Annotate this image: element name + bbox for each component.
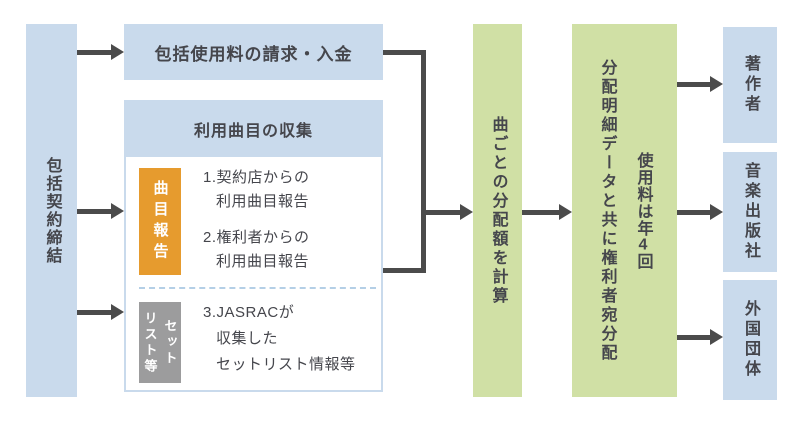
arrowhead-icon: [559, 204, 572, 220]
distribute-bar: 使用料は年4回 分配明細データと共に権利者宛分配: [572, 24, 677, 397]
song-report-tag: 曲目報告: [139, 168, 181, 275]
arrow-distribute-to-foreign: [677, 329, 723, 345]
song-report-tag-label: 曲目報告: [151, 179, 169, 264]
distribute-bar-fee-column: 使用料は年4回: [631, 152, 655, 270]
fee-text-part1: 使用料は年: [634, 151, 652, 237]
arrowhead-icon: [111, 304, 124, 320]
setlist-item-line1: 3.JASRACが: [203, 304, 295, 321]
arrow-distribute-to-author: [677, 76, 723, 92]
recipient-publisher-box: 音楽出版社: [723, 152, 777, 272]
contract-bar: 包括契約締結: [26, 24, 77, 397]
collection-box-title: 利用曲目の収集: [193, 122, 313, 140]
report-items: 1.契約店からの 利用曲目報告 2.権利者からの 利用曲目報告: [203, 166, 310, 286]
arrowhead-icon: [710, 76, 723, 92]
arrowhead-icon: [111, 203, 124, 219]
arrow-merge-to-calc: [421, 204, 473, 220]
arrow-distribute-to-publisher: [677, 204, 723, 220]
report-item-1: 1.契約店からの 利用曲目報告: [203, 166, 310, 214]
arrow-contract-to-report: [77, 203, 124, 219]
arrowhead-icon: [710, 204, 723, 220]
recipient-foreign-box: 外国団体: [723, 280, 777, 400]
dashed-divider: [139, 287, 376, 289]
arrowhead-icon: [710, 329, 723, 345]
recipient-author-label: 著作者: [742, 55, 759, 115]
setlist-item-line3: セットリスト情報等: [216, 356, 356, 373]
arrow-contract-to-billing: [77, 44, 124, 60]
connector-collection-horizontal: [383, 268, 426, 273]
collection-box: 利用曲目の収集 曲目報告 1.契約店からの 利用曲目報告 2.権利者からの 利用…: [124, 100, 383, 392]
recipient-foreign-label: 外国団体: [742, 300, 759, 380]
setlist-item-line2: 収集した: [216, 330, 279, 347]
setlist-item: 3.JASRACが 収集した セットリスト情報等: [203, 300, 356, 378]
billing-box-label: 包括使用料の請求・入金: [154, 44, 353, 64]
connector-billing-horizontal: [383, 50, 426, 55]
arrow-contract-to-setlist: [77, 304, 124, 320]
distribute-bar-detail-column: 分配明細データと共に権利者宛分配: [598, 58, 616, 363]
report-item-1-line1: 1.契約店からの: [203, 169, 310, 186]
arrowhead-icon: [460, 204, 473, 220]
connector-merge-vertical: [421, 50, 426, 273]
collection-box-header: 利用曲目の収集: [124, 100, 383, 157]
report-item-2-line1: 2.権利者からの: [203, 229, 310, 246]
setlist-tag-left-col: リスト等: [142, 310, 158, 375]
recipient-author-box: 著作者: [723, 27, 777, 143]
fee-text-number: 4: [638, 236, 648, 253]
report-item-1-line2: 利用曲目報告: [216, 193, 310, 210]
calc-bar-label: 曲ごとの分配額を計算: [489, 115, 507, 306]
calc-bar: 曲ごとの分配額を計算: [473, 24, 522, 397]
report-item-2-line2: 利用曲目報告: [216, 253, 310, 270]
setlist-tag: セット リスト等: [139, 302, 181, 383]
arrow-calc-to-distribute: [522, 204, 572, 220]
contract-bar-label: 包括契約締結: [43, 156, 61, 265]
arrowhead-icon: [111, 44, 124, 60]
recipient-publisher-label: 音楽出版社: [742, 162, 759, 262]
fee-text-part2: 回: [634, 252, 652, 270]
billing-box: 包括使用料の請求・入金: [124, 24, 383, 80]
report-item-2: 2.権利者からの 利用曲目報告: [203, 226, 310, 274]
setlist-tag-right-col: セット: [162, 318, 178, 367]
